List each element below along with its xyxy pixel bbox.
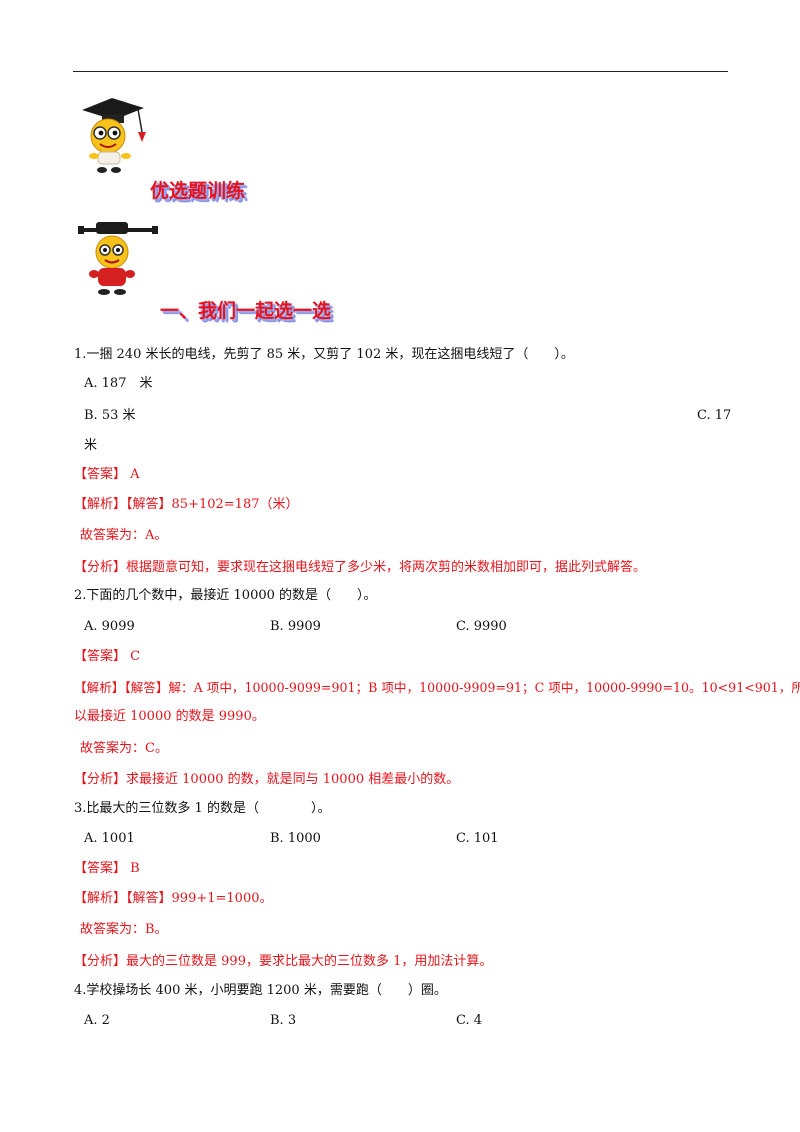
solution-text: 解：A 项中，10000-9099=901；B 项中，10000-9909=91… [168, 680, 800, 695]
question-2-solution-line1: 【解析】【解答】解：A 项中，10000-9099=901；B 项中，10000… [74, 679, 800, 697]
question-2-option-a: A. 9099 [84, 619, 135, 634]
question-1-option-b: B. 53 米 [84, 408, 136, 423]
fenxi-label: 【分析】 [74, 954, 127, 969]
question-4-option-b: B. 3 [270, 1013, 297, 1028]
solution-text: 999+1=1000。 [171, 891, 273, 906]
header-rule [73, 71, 728, 72]
question-2-solution-line2: 以最接近 10000 的数是 9990。 [74, 709, 265, 724]
subsection-heading: 一、我们一起选一选 [160, 300, 332, 322]
question-3-analysis: 【分析】最大的三位数是 999，要求比最大的三位数多 1，用加法计算。 [74, 953, 492, 971]
analysis-text: 最大的三位数是 999，要求比最大的三位数多 1，用加法计算。 [126, 954, 493, 969]
question-3-solution: 【解析】【解答】999+1=1000。 [74, 890, 273, 908]
answer-label: 【答案】 [74, 861, 127, 876]
question-1-answer: 【答案】 A [74, 466, 140, 484]
question-1-option-a: A. 187 米 [84, 376, 153, 391]
question-3-conclusion: 故答案为：B。 [80, 922, 168, 937]
solution-label: 【解答】 [124, 680, 169, 695]
fenxi-label: 【分析】 [74, 560, 127, 575]
answer-label: 【答案】 [74, 649, 127, 664]
question-2-conclusion: 故答案为：C。 [80, 741, 168, 756]
question-1-solution: 【解析】【解答】85+102=187（米） [74, 496, 299, 514]
fenxi-label: 【分析】 [74, 772, 127, 787]
answer-label: 【答案】 [74, 467, 127, 482]
question-1-analysis: 【分析】根据题意可知，要求现在这捆电线短了多少米，将两次剪的米数相加即可，据此列… [74, 559, 646, 577]
question-2-option-b: B. 9909 [270, 619, 321, 634]
question-2-answer: 【答案】 C [74, 648, 140, 666]
question-4-stem: 4.学校操场长 400 米，小明要跑 1200 米，需要跑（ ）圈。 [74, 983, 447, 998]
question-3-option-a: A. 1001 [84, 831, 135, 846]
answer-value: C [130, 649, 141, 664]
mascot-graduate-icon [82, 98, 146, 173]
question-4-option-c: C. 4 [456, 1013, 483, 1028]
question-2-stem: 2.下面的几个数中，最接近 10000 的数是（ ）。 [74, 588, 377, 603]
question-3-option-c: C. 101 [456, 831, 499, 846]
question-2-analysis: 【分析】求最接近 10000 的数，就是同与 10000 相差最小的数。 [74, 771, 459, 789]
solution-label: 【解答】 [126, 891, 172, 906]
analysis-label: 【解析】 [74, 891, 127, 906]
analysis-label: 【解析】 [74, 680, 125, 695]
answer-value: B [130, 861, 140, 876]
analysis-text: 根据题意可知，要求现在这捆电线短了多少米，将两次剪的米数相加即可，据此列式解答。 [126, 560, 647, 575]
question-3-option-b: B. 1000 [270, 831, 321, 846]
solution-text: 85+102=187（米） [171, 497, 299, 512]
question-1-conclusion: 故答案为：A。 [80, 528, 168, 543]
question-1-option-c: C. 17 [697, 408, 732, 423]
question-1-stem: 1.一捆 240 米长的电线，先剪了 85 米，又剪了 102 米，现在这捆电线… [74, 347, 574, 362]
question-4-option-a: A. 2 [84, 1013, 110, 1028]
question-1-option-c-unit: 米 [84, 438, 98, 453]
section-heading: 优选题训练 [150, 180, 246, 202]
question-3-answer: 【答案】 B [74, 860, 140, 878]
question-3-stem: 3.比最大的三位数多 1 的数是（ ）。 [74, 801, 331, 816]
mascot-official-icon [78, 222, 158, 295]
analysis-label: 【解析】 [74, 497, 127, 512]
answer-value: A [130, 467, 140, 482]
analysis-text: 求最接近 10000 的数，就是同与 10000 相差最小的数。 [126, 772, 460, 787]
solution-label: 【解答】 [126, 497, 172, 512]
question-2-option-c: C. 9990 [456, 619, 507, 634]
